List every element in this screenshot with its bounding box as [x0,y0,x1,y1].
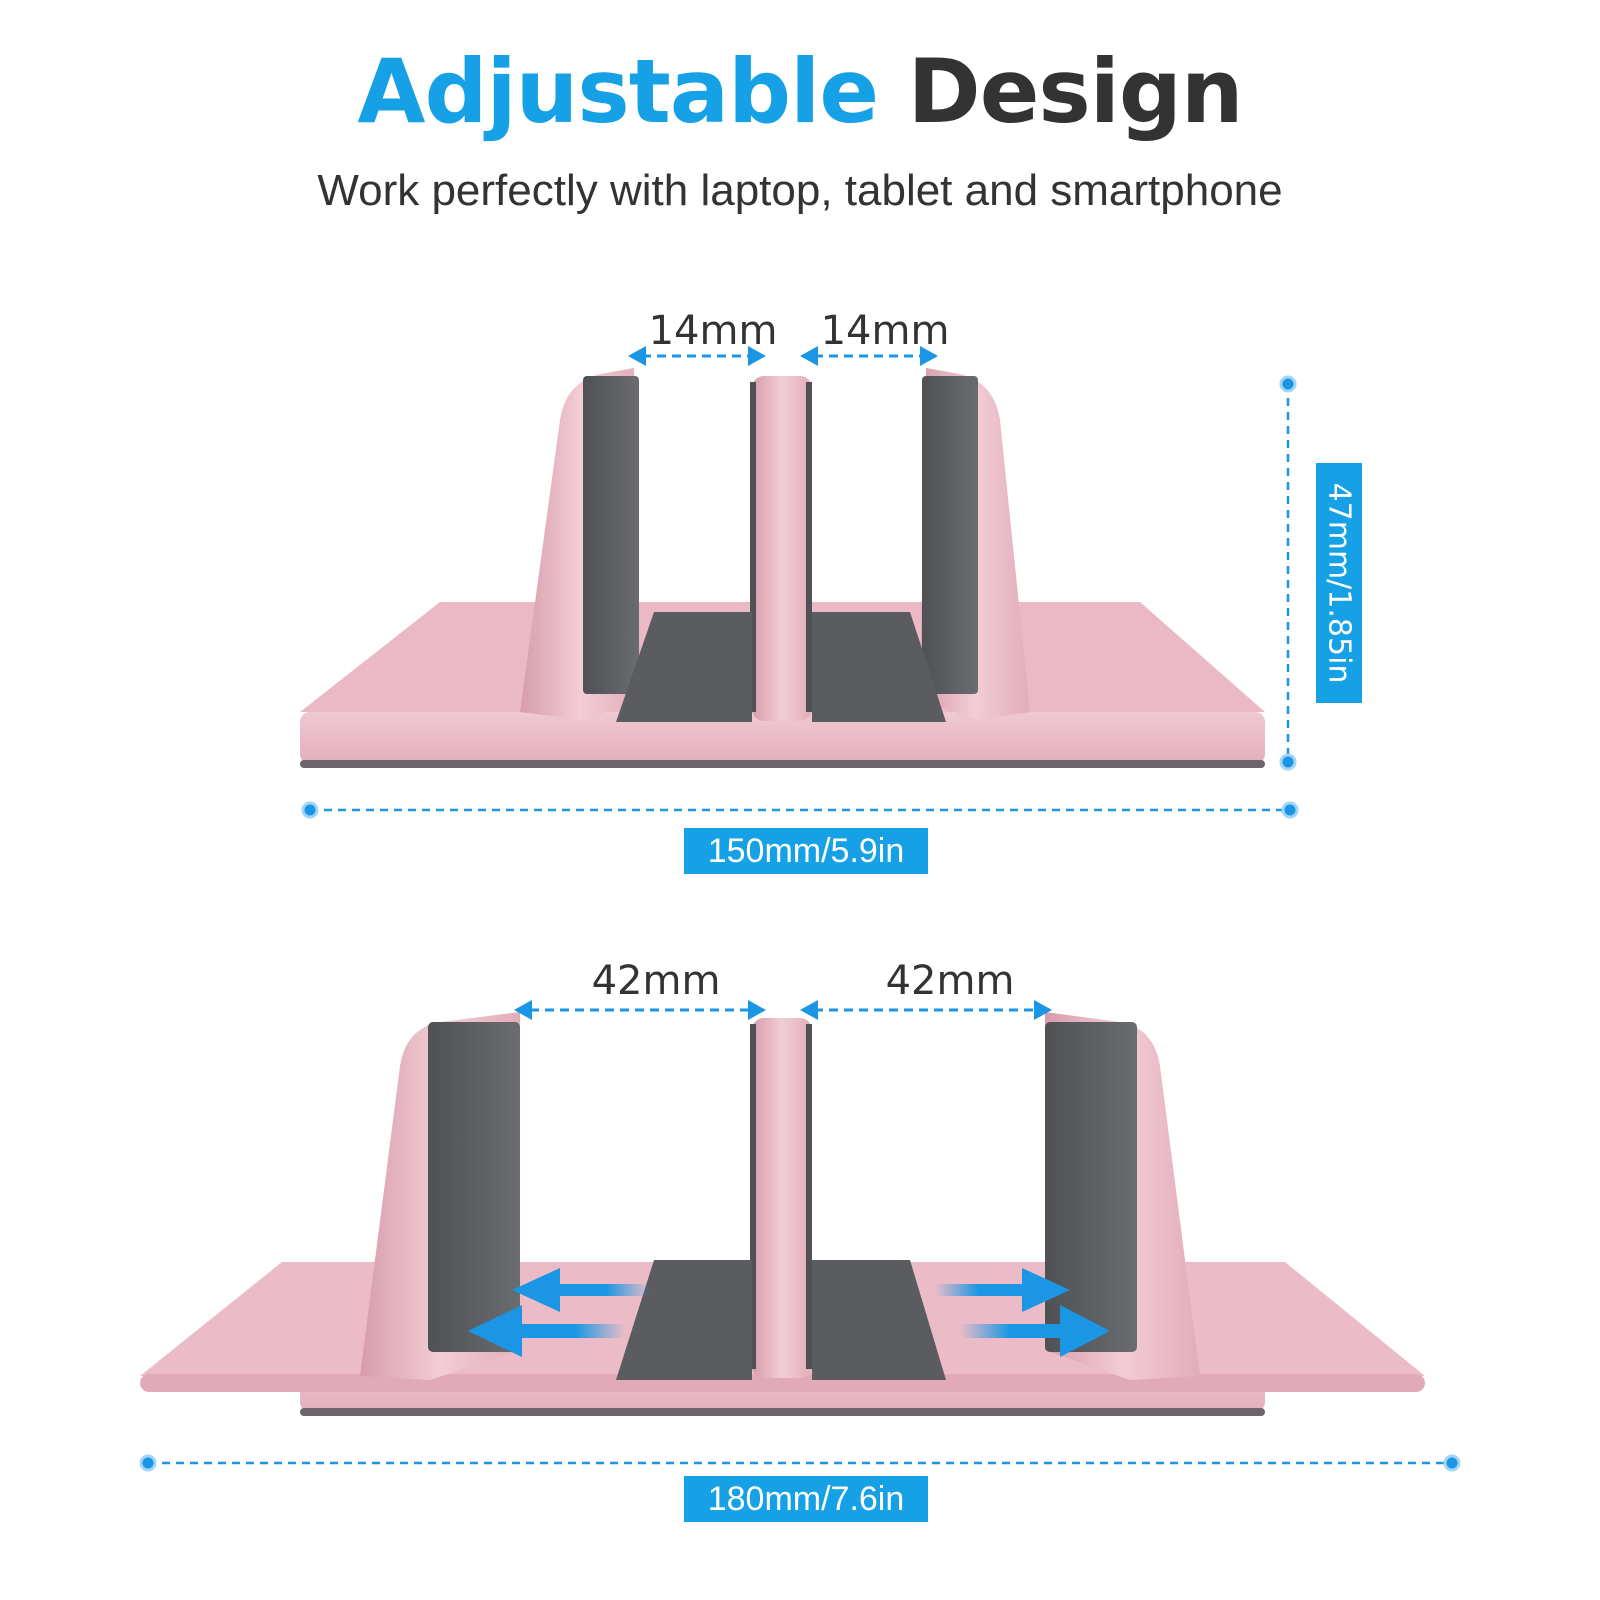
page-title: Adjustable Design [0,48,1600,136]
gap-arrow-right-wide [800,1000,1052,1020]
bottom-gap-left-label: 42mm [591,958,721,1004]
top-stand [300,346,1299,819]
subtitle: Work perfectly with laptop, tablet and s… [317,166,1283,215]
adjust-arrow-right-bottom [960,1305,1110,1357]
top-width-badge: 150mm/5.9in [684,828,928,874]
height-dimension-line [1279,375,1297,771]
width-dimension-line [301,801,1299,819]
adjust-arrow-right-top [935,1268,1070,1312]
gap-arrow-right [800,346,938,366]
bottom-width-badge: 180mm/7.6in [684,1476,928,1522]
gap-arrow-left-wide [514,1000,766,1020]
adjust-arrow-left-bottom [468,1305,625,1357]
bottom-stand [139,1000,1461,1472]
top-gap-right-label: 14mm [820,308,950,354]
height-badge: 47mm/1.85in [1316,463,1362,703]
top-gap-left-label: 14mm [648,308,778,354]
gap-arrow-left [628,346,766,366]
adjust-arrow-left-top [512,1268,650,1312]
title-accent: Adjustable [357,40,879,143]
width-dimension-line-wide [139,1454,1461,1472]
title-rest: Design [907,40,1244,143]
bottom-gap-right-label: 42mm [885,958,1015,1004]
height-label: 47mm/1.85in [1321,482,1357,684]
